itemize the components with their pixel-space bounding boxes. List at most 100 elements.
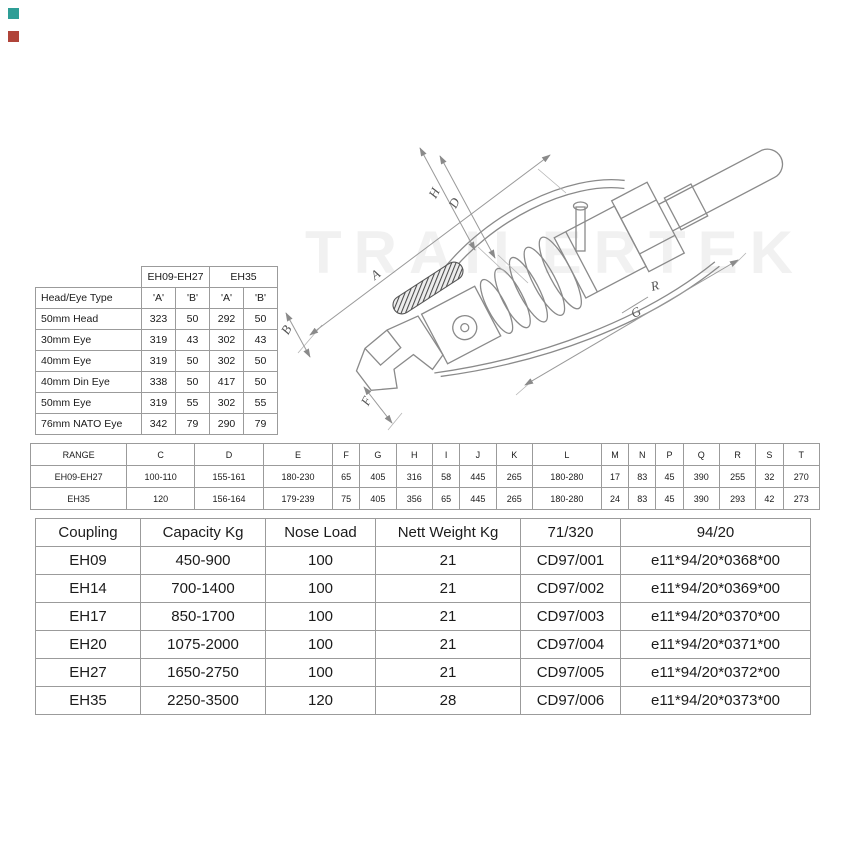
table-cell: 58 (431, 465, 461, 488)
table-cell: EH09-EH27 (29, 465, 128, 488)
table-cell: 100-110 (126, 465, 196, 488)
table-cell: 79 (242, 413, 279, 435)
table-cell: CD97/006 (520, 686, 621, 715)
coupling-technical-drawing: A B H D F G R (278, 147, 784, 431)
table-cell: 50 (175, 350, 210, 372)
table-cell: 28 (375, 686, 521, 715)
table-cell: EH35 (35, 686, 141, 715)
corner-mark-red (8, 31, 19, 42)
table-cell: 24 (600, 487, 630, 510)
table-cell: e11*94/20*0372*00 (620, 658, 811, 687)
clamp-bracket (610, 181, 686, 273)
dimension-labels: A B H D F G R (278, 185, 661, 409)
coupling-assembly (355, 148, 784, 392)
column-header: 'B' (175, 287, 210, 309)
coupling-head-jaw (355, 315, 444, 392)
column-header: S (755, 443, 784, 466)
table-cell: 76mm NATO Eye (35, 413, 142, 435)
column-header: P (655, 443, 684, 466)
damper-cylinder (553, 205, 647, 299)
head-eye-table: EH09-EH27 EH35 Head/Eye Type'A''B''A''B'… (35, 266, 279, 435)
table-cell: 45 (655, 487, 684, 510)
table-cell: 50 (175, 371, 210, 393)
dim-label-a: A (367, 266, 383, 283)
table-cell: 316 (395, 465, 433, 488)
table-cell: 83 (628, 465, 657, 488)
table-cell: e11*94/20*0373*00 (620, 686, 811, 715)
column-header: Nett Weight Kg (375, 518, 521, 547)
table-cell: 21 (375, 546, 521, 575)
column-header: N (628, 443, 657, 466)
group-header-row: EH09-EH27 EH35 (36, 266, 279, 288)
table-cell: 65 (431, 487, 461, 510)
column-header: G (359, 443, 397, 466)
table-cell: 100 (265, 658, 376, 687)
column-header: Q (682, 443, 720, 466)
column-header: I (431, 443, 461, 466)
column-header: R (718, 443, 757, 466)
table-cell: 180-280 (531, 465, 602, 488)
table-cell: 100 (265, 574, 376, 603)
blank-cell (36, 267, 142, 288)
table-cell: 21 (375, 658, 521, 687)
table-cell: 180-280 (531, 487, 602, 510)
table-cell: 17 (600, 465, 630, 488)
table-cell: 319 (141, 329, 176, 351)
table-cell: 445 (459, 487, 497, 510)
table-cell: 55 (175, 392, 210, 414)
table-cell: CD97/001 (520, 546, 621, 575)
table-cell: 43 (242, 329, 279, 351)
column-header: D (194, 443, 265, 466)
table-cell: 302 (209, 329, 244, 351)
table-cell: 390 (682, 487, 720, 510)
table-cell: 100 (265, 546, 376, 575)
table-cell: 302 (209, 350, 244, 372)
table-cell: CD97/003 (520, 602, 621, 631)
column-header-row: Head/Eye Type'A''B''A''B' (35, 287, 279, 309)
column-header: K (495, 443, 533, 466)
table-cell: 405 (359, 487, 397, 510)
dim-label-d: D (445, 195, 463, 212)
table-cell: 302 (209, 392, 244, 414)
table-cell: 445 (459, 465, 497, 488)
table-cell: 290 (209, 413, 244, 435)
dim-label-f: F (357, 393, 375, 409)
table-cell: 65 (332, 465, 361, 488)
table-cell: 405 (359, 465, 397, 488)
column-header: 71/320 (520, 518, 621, 547)
corner-mark-teal (8, 8, 19, 19)
column-header: 94/20 (620, 518, 811, 547)
dim-label-h: H (425, 185, 443, 202)
table-cell: 50 (175, 308, 210, 330)
table-cell: 42 (755, 487, 784, 510)
table-cell: 45 (655, 465, 684, 488)
table-cell: 265 (495, 487, 533, 510)
table-cell: 100 (265, 602, 376, 631)
table-cell: 79 (175, 413, 210, 435)
table-cell: 120 (265, 686, 376, 715)
table-cell: 319 (141, 350, 176, 372)
table-cell: e11*94/20*0369*00 (620, 574, 811, 603)
table-cell: 120 (126, 487, 196, 510)
table-cell: 338 (141, 371, 176, 393)
column-header: F (332, 443, 361, 466)
table-cell: 265 (495, 465, 533, 488)
table-cell: 83 (628, 487, 657, 510)
column-header: J (459, 443, 497, 466)
column-header: L (531, 443, 602, 466)
table-cell: 100 (265, 630, 376, 659)
table-cell: 342 (141, 413, 176, 435)
table-cell: 155-161 (194, 465, 265, 488)
table-cell: 179-239 (263, 487, 334, 510)
table-cell: 180-230 (263, 465, 334, 488)
